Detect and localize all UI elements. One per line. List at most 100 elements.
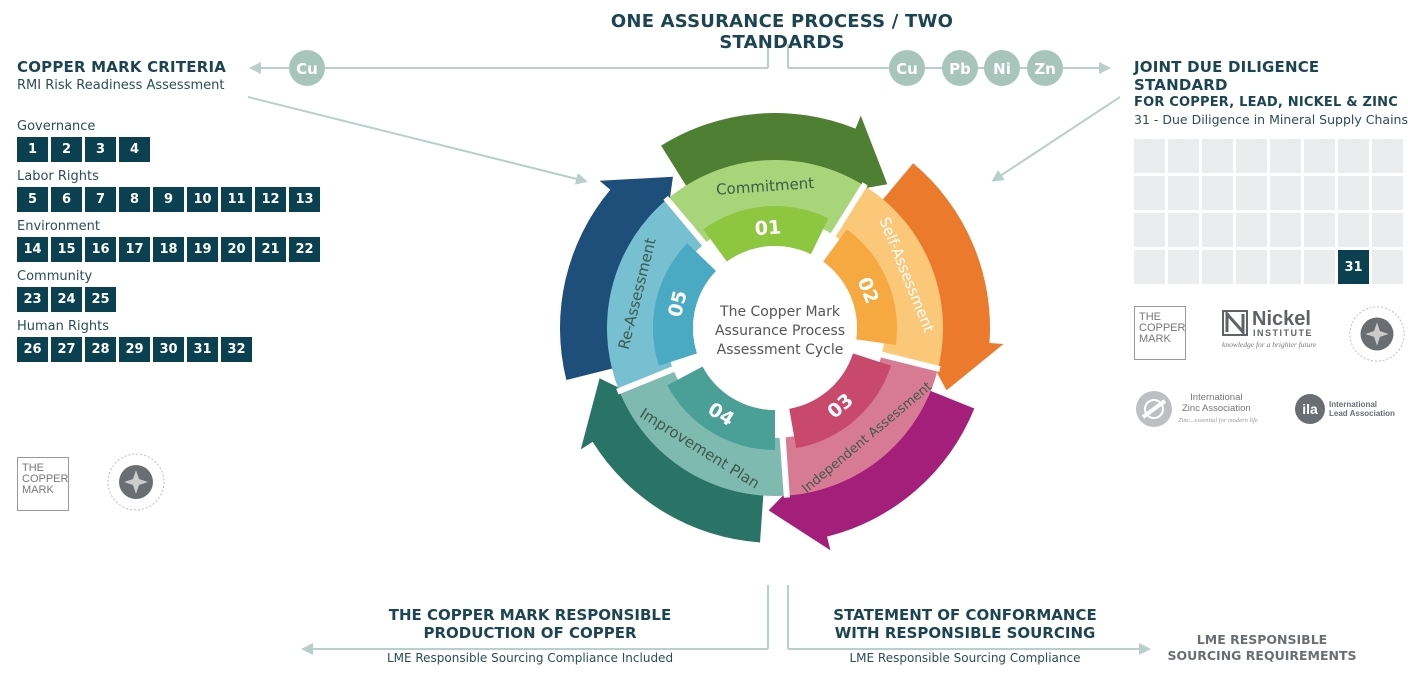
dd-grid-cell xyxy=(1304,250,1335,284)
dd-grid-cell xyxy=(1168,213,1199,247)
dd-grid-cell xyxy=(1202,250,1233,284)
dd-grid-cell xyxy=(1236,139,1267,173)
dd-grid-cell xyxy=(1134,139,1165,173)
dd-grid-cell xyxy=(1270,213,1301,247)
criterion-box: 23 xyxy=(17,287,48,312)
criterion-box: 26 xyxy=(17,337,48,362)
dd-grid-cell xyxy=(1236,250,1267,284)
nickel-n-icon xyxy=(1222,310,1248,336)
criterion-box: 21 xyxy=(255,237,286,262)
dd-grid-cell xyxy=(1304,176,1335,210)
cycle-band-inner xyxy=(823,229,897,345)
criterion-box: 1 xyxy=(17,137,48,162)
criterion-box: 32 xyxy=(221,337,252,362)
criterion-box: 6 xyxy=(51,187,82,212)
lead-association-logo: ila International Lead Association xyxy=(1295,394,1408,426)
dd-grid-cell xyxy=(1134,213,1165,247)
criterion-box: 20 xyxy=(221,237,252,262)
cycle-step-01 xyxy=(661,113,888,262)
cycle-separator xyxy=(853,344,941,373)
criteria-category-label: Human Rights xyxy=(17,319,110,334)
svg-text:Ni: Ni xyxy=(993,60,1011,78)
dd-grid-cell xyxy=(1168,176,1199,210)
badge-cu-left: Cu xyxy=(289,50,325,86)
cycle-separator xyxy=(815,182,868,261)
criterion-box: 28 xyxy=(85,337,116,362)
criterion-box: 4 xyxy=(119,137,150,162)
dd-grid-cell xyxy=(1372,213,1403,247)
cycle-band-inner xyxy=(667,366,775,450)
output-copper-mark: THE COPPER MARK RESPONSIBLE PRODUCTION O… xyxy=(386,606,674,665)
dd-grid-cell xyxy=(1236,213,1267,247)
criterion-box: 17 xyxy=(119,237,150,262)
dd-grid: 31 xyxy=(1134,139,1403,284)
svg-text:Zn: Zn xyxy=(1034,60,1056,78)
criterion-box: 24 xyxy=(51,287,82,312)
cycle-step-04 xyxy=(580,366,787,543)
dd-grid-cell xyxy=(1270,176,1301,210)
criterion-box: 13 xyxy=(289,187,320,212)
dd-grid-cell xyxy=(1168,250,1199,284)
criterion-box: 9 xyxy=(153,187,184,212)
svg-text:Cu: Cu xyxy=(896,60,918,78)
dd-grid-cell xyxy=(1134,176,1165,210)
right-title: JOINT DUE DILIGENCE STANDARD xyxy=(1134,58,1320,94)
badge-pb: Pb xyxy=(942,50,978,86)
cycle-band xyxy=(782,354,939,496)
dd-grid-cell xyxy=(1236,176,1267,210)
svg-text:Pb: Pb xyxy=(949,60,971,78)
dd-grid-cell-highlight: 31 xyxy=(1338,250,1369,284)
criterion-box: 5 xyxy=(17,187,48,212)
right-note: 31 - Due Diligence in Mineral Supply Cha… xyxy=(1134,112,1408,127)
assurance-cycle: 01Commitment02Self-Assessment03Independe… xyxy=(560,113,1004,551)
zinc-association-logo: International Zinc Association Zinc...es… xyxy=(1134,389,1274,433)
criterion-box: 11 xyxy=(221,187,252,212)
dd-grid-cell xyxy=(1338,139,1369,173)
dd-grid-cell xyxy=(1270,250,1301,284)
criterion-box: 15 xyxy=(51,237,82,262)
cycle-step-03 xyxy=(768,353,975,551)
criteria-category-label: Community xyxy=(17,269,93,284)
dd-grid-cell xyxy=(1202,139,1233,173)
nickel-institute-logo: Nickel INSTITUTE knowledge for a brighte… xyxy=(1222,308,1317,349)
cycle-arrow-outer xyxy=(871,163,1004,391)
rmi-logo-left xyxy=(107,453,165,511)
right-subtitle: FOR COPPER, LEAD, NICKEL & ZINC xyxy=(1134,95,1398,110)
dd-grid-cell xyxy=(1202,176,1233,210)
svg-text:Cu: Cu xyxy=(296,60,318,78)
output-lme-requirements: LME RESPONSIBLE SOURCING REQUIREMENTS xyxy=(1167,632,1357,663)
left-panel: COPPER MARK CRITERIA RMI Risk Readiness … xyxy=(17,58,267,93)
cycle-band-inner xyxy=(703,205,829,262)
right-panel: JOINT DUE DILIGENCE STANDARD FOR COPPER,… xyxy=(1134,58,1408,127)
cycle-band-inner xyxy=(789,353,892,449)
criteria-category-label: Governance xyxy=(17,119,96,134)
cycle-step-05 xyxy=(560,176,717,391)
criterion-box: 18 xyxy=(153,237,184,262)
output-statement-conformance: STATEMENT OF CONFORMANCE WITH RESPONSIBL… xyxy=(833,606,1097,665)
dd-grid-cell xyxy=(1304,139,1335,173)
dd-grid-cell xyxy=(1270,139,1301,173)
left-title: COPPER MARK CRITERIA xyxy=(17,58,227,76)
dd-grid-cell xyxy=(1338,213,1369,247)
cycle-band xyxy=(833,185,943,369)
dd-grid-cell xyxy=(1372,139,1403,173)
criterion-box: 7 xyxy=(85,187,116,212)
dd-grid-cell xyxy=(1338,176,1369,210)
criterion-box: 12 xyxy=(255,187,286,212)
criterion-box: 2 xyxy=(51,137,82,162)
dd-grid-cell xyxy=(1134,250,1165,284)
criterion-box: 25 xyxy=(85,287,116,312)
criterion-box: 3 xyxy=(85,137,116,162)
cycle-band xyxy=(607,199,705,391)
criterion-box: 14 xyxy=(17,237,48,262)
badge-zn: Zn xyxy=(1027,50,1063,86)
criterion-box: 30 xyxy=(153,337,184,362)
